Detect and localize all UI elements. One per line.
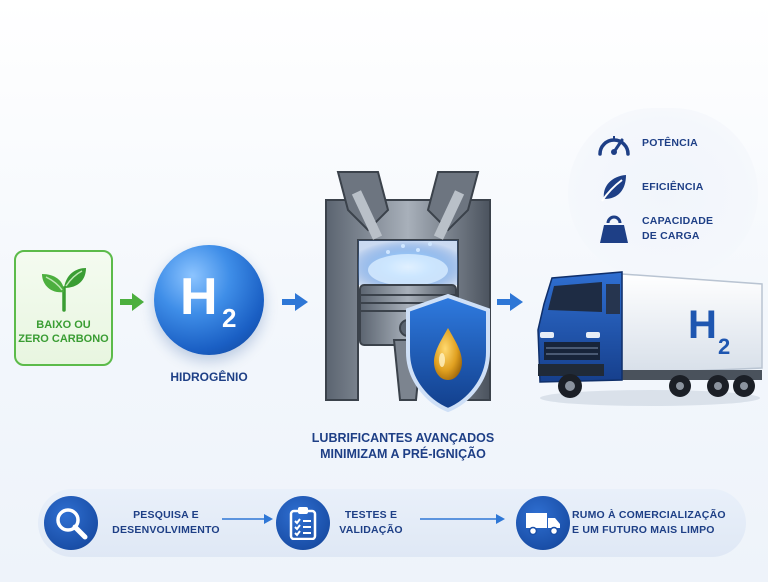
low-carbon-box: BAIXO OU ZERO CARBONO [14,250,113,366]
trailer-h2-symbol: H [688,303,717,347]
benefit-capacity: CAPACIDADE DE CARGA [596,213,713,245]
low-carbon-label: BAIXO OU ZERO CARBONO [16,318,111,346]
benefit-efficiency: EFICIÊNCIA [596,172,704,202]
step-research-circle [44,496,98,550]
step-testing-line2: VALIDAÇÃO [339,524,403,536]
lubricant-line1: LUBRIFICANTES AVANÇADOS [311,431,495,445]
benefit-capacity-line1: CAPACIDADE [642,215,714,227]
arrow-right-icon [282,293,308,311]
step-commercial-circle [516,496,570,550]
low-carbon-line1: BAIXO OU [36,319,91,331]
arrow-right-icon [420,514,505,524]
sprout-icon [42,268,86,312]
step-testing-circle [276,496,330,550]
step-testing-label: TESTES E VALIDAÇÃO [336,508,406,538]
hydrogen-symbol: H [180,268,218,326]
weight-icon [600,215,628,243]
benefits-panel [568,108,758,278]
hydrogen-truck-illustration: H 2 [537,271,763,406]
benefit-power: POTÊNCIA [596,128,698,158]
benefit-efficiency-label: EFICIÊNCIA [642,180,704,193]
benefit-capacity-line2: DE CARGA [642,230,700,242]
trailer-h2-subscript: 2 [718,334,730,359]
step-research-label: PESQUISA E DESENVOLVIMENTO [106,508,226,538]
hydrogen-label: HIDROGÊNIO [170,370,248,384]
hydrogen-subscript: 2 [222,303,237,333]
clipboard-icon [289,507,317,540]
step-research-line1: PESQUISA E [133,509,199,521]
gauge-icon [598,136,630,156]
arrow-right-icon [120,293,144,311]
lubricant-label: LUBRIFICANTES AVANÇADOS MINIMIZAM A PRÉ-… [288,430,518,462]
low-carbon-line2: ZERO CARBONO [18,333,109,345]
step-testing-line1: TESTES E [344,509,398,521]
benefit-power-label: POTÊNCIA [642,136,698,149]
hydrogen-sphere: H 2 [154,245,264,355]
magnifier-icon [56,508,88,540]
benefit-capacity-label: CAPACIDADE DE CARGA [642,214,713,244]
process-bar [38,489,746,557]
leaf-icon [601,175,626,202]
engine-cylinder-illustration [325,171,491,413]
arrow-right-icon [497,293,523,311]
truck-icon [526,513,560,536]
step-commercial-line2: E UM FUTURO MAIS LIMPO [572,524,715,536]
step-research-line2: DESENVOLVIMENTO [112,524,220,536]
lubricant-line2: MINIMIZAM A PRÉ-IGNIÇÃO [320,447,486,461]
step-commercial-line1: RUMO À COMERCIALIZAÇÃO [572,509,726,521]
step-commercial-label: RUMO À COMERCIALIZAÇÃO E UM FUTURO MAIS … [572,508,742,538]
arrow-right-icon [222,514,273,524]
